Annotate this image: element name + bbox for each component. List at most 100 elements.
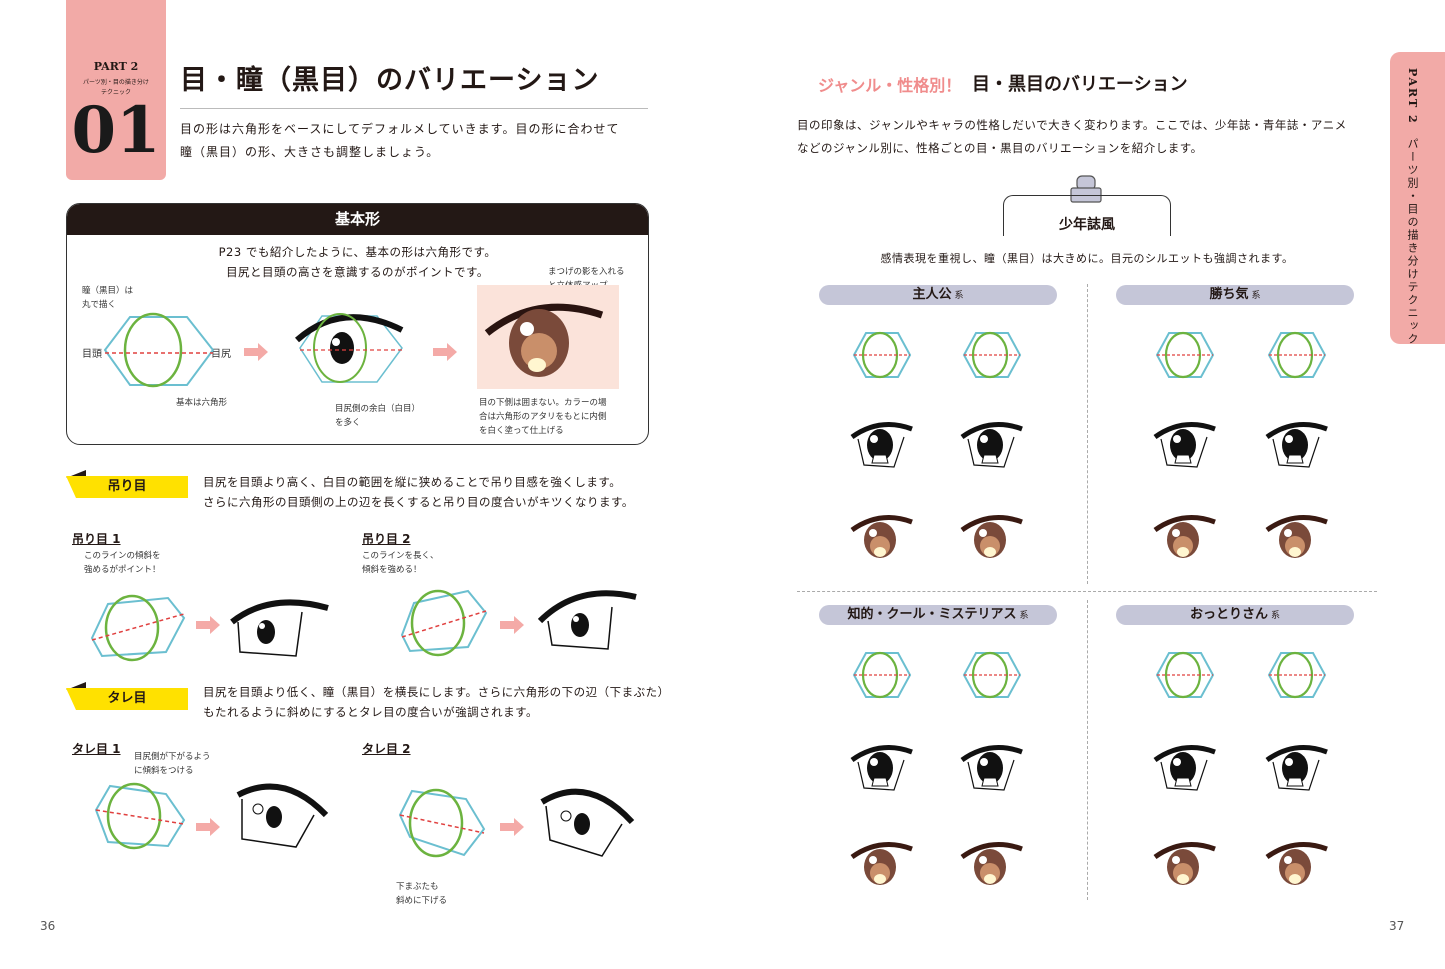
note-lash-1: まつげの影を入れる [548, 267, 625, 277]
basic-shape-box: 基本形 P23 でも紹介したように、基本の形は六角形です。 目尻と目頭の高さを意… [66, 203, 649, 445]
tare-1-note-1: 目尻側が下がるよう [134, 752, 211, 762]
kei-label: 系 [1251, 291, 1261, 301]
part-tab: PART 2 パーツ別・目の描き分け テクニック 01 [66, 0, 166, 180]
tsuri-2-note-2: 傾斜を強める！ [362, 565, 422, 575]
kei-label: 系 [954, 291, 964, 301]
tare-2-hexagon [398, 788, 486, 858]
eye-lineart [1153, 422, 1216, 468]
ribbon-bg [66, 688, 188, 710]
tsuri-1-eye [230, 599, 329, 657]
eye-lineart [960, 745, 1023, 791]
right-intro-1: 目の印象は、ジャンルやキャラの性格しだいで大きく変わります。ここでは、少年誌・青… [797, 118, 1347, 132]
side-tab-label: パーツ別・目の描き分けテクニック [1406, 138, 1419, 347]
note-color: 目の下側は囲まない。カラーの場 合は六角形のアタリをもとに内側 を白く塗って仕上… [479, 396, 607, 438]
note-pupil-1: 瞳（黒目）は [82, 286, 134, 296]
hexagon-diagram [103, 312, 215, 388]
hexagon-guide [852, 651, 912, 699]
hexagon-guide [852, 331, 912, 379]
eye-lineart [850, 422, 913, 468]
genre-accent: ジャンル・性格別！ [818, 76, 962, 95]
tare-2-note-2: 斜めに下げる [396, 896, 448, 906]
tsuri-text-1: 目尻を目頭より高く、白目の範囲を縦に狭めることで吊り目感を強くします。 [203, 475, 622, 489]
tsuri-ribbon: 吊り目 [66, 470, 188, 498]
eye-lineart [1153, 745, 1216, 791]
category-pill: 主人公系 [819, 285, 1057, 305]
category-label: 勝ち気 [1209, 287, 1249, 302]
tare-2-eye [540, 788, 635, 857]
arrow-icon [500, 616, 524, 634]
tare-text-1: 目尻を目頭より低く、瞳（黒目）を横長にします。さらに六角形の下の辺（下まぶた） [203, 685, 670, 699]
eye-color [1153, 515, 1216, 558]
right-intro-2: などのジャンル別に、性格ごとの目・黒目のバリエーションを紹介します。 [797, 141, 1203, 155]
right-title: 目・黒目のバリエーション [972, 74, 1188, 95]
eye-color [960, 515, 1023, 558]
tare-1-eye [236, 783, 329, 848]
eye-lineart [1265, 745, 1328, 791]
label-mejiri: 目尻 [211, 349, 231, 360]
tare-ribbon: タレ目 [66, 682, 188, 710]
category-label: 主人公 [912, 287, 952, 302]
note-white: 目尻側の余白（白目） を多く [335, 402, 420, 430]
eye-color [477, 285, 619, 389]
section-number: 01 [71, 93, 161, 168]
tare-label: タレ目 [107, 691, 147, 706]
eye-color [1265, 842, 1328, 885]
ribbon-tip [66, 470, 86, 478]
divider-v-top [1087, 284, 1088, 584]
category-pill: おっとりさん系 [1116, 605, 1354, 625]
tare-1-note-2: に傾斜をつける [134, 766, 194, 776]
tsuri-label: 吊り目 [107, 479, 147, 494]
part-sub: パーツ別・目の描き分け テクニック [66, 78, 166, 98]
eye-color [1153, 842, 1216, 885]
tsuri-1-title: 吊り目 1 [72, 532, 121, 546]
side-tab: PART 2 パーツ別・目の描き分けテクニック [1390, 52, 1445, 346]
kei-label: 系 [1271, 611, 1281, 621]
category-label: 知的・クール・ミステリアス [847, 607, 1017, 622]
note-color-3: を白く塗って仕上げる [479, 426, 564, 436]
ribbon-tip [66, 682, 86, 690]
hexagon-guide [1267, 651, 1327, 699]
tare-1-note: 目尻側が下がるよう に傾斜をつける [134, 750, 211, 778]
tare-text: 目尻を目頭より低く、瞳（黒目）を横長にします。さらに六角形の下の辺（下まぶた） … [203, 682, 670, 722]
tare-2-note-1: 下まぶたも [396, 882, 439, 892]
divider-h [797, 591, 1377, 592]
hexagon-guide [1155, 651, 1215, 699]
eye-lineart [1265, 422, 1328, 468]
tsuri-1-hexagon [90, 594, 186, 662]
genre-board: 少年誌風 [1003, 195, 1171, 236]
tsuri-2-note: このラインを長く、 傾斜を強める！ [362, 549, 439, 577]
tare-2-title: タレ目 2 [362, 742, 411, 756]
note-color-1: 目の下側は囲まない。カラーの場 [479, 398, 607, 408]
note-pupil-2: 丸で描く [82, 300, 117, 310]
eye-color [1265, 515, 1328, 558]
eye-lineart [850, 745, 913, 791]
tare-1-hexagon [94, 782, 186, 850]
tsuri-text-2: さらに六角形の目頭側の上の辺を長くすると吊り目の度合いがキツくなります。 [203, 495, 634, 509]
tsuri-2-title: 吊り目 2 [362, 532, 411, 546]
page-number-left: 36 [40, 919, 56, 933]
note-pupil: 瞳（黒目）は 丸で描く [82, 284, 133, 312]
hexagon-guide [962, 331, 1022, 379]
category-pill: 知的・クール・ミステリアス系 [819, 605, 1057, 625]
page-title: 目・瞳（黒目）のバリエーション [180, 65, 600, 96]
basic-text-1: P23 でも紹介したように、基本の形は六角形です。 [218, 245, 497, 259]
arrow-icon [433, 343, 457, 361]
eye-color [850, 842, 913, 885]
page-number-right: 37 [1389, 919, 1405, 933]
tsuri-1-note-2: 強めるがポイント！ [84, 565, 161, 575]
intro-text: 目の形は六角形をベースにしてデフォルメしていきます。目の形に合わせて 瞳（黒目）… [180, 118, 660, 164]
side-tab-text: PART 2 パーツ別・目の描き分けテクニック [1404, 68, 1420, 346]
arrow-icon [500, 818, 524, 836]
note-white-1: 目尻側の余白（白目） [335, 404, 421, 414]
tsuri-2-note-1: このラインを長く、 [362, 551, 439, 561]
tsuri-2-eye [538, 590, 637, 650]
side-tab-part: PART 2 [1406, 68, 1419, 125]
title-rule [180, 108, 648, 109]
right-intro: 目の印象は、ジャンルやキャラの性格しだいで大きく変わります。ここでは、少年誌・青… [797, 114, 1387, 160]
part-sub-2: テクニック [100, 89, 131, 96]
kei-label: 系 [1019, 611, 1029, 621]
genre-desc: 感情表現を重視し、瞳（黒目）は大きめに。目元のシルエットも強調されます。 [880, 252, 1294, 265]
hexagon-guide [962, 651, 1022, 699]
clip-icon [1070, 175, 1102, 203]
arrow-icon [196, 818, 220, 836]
